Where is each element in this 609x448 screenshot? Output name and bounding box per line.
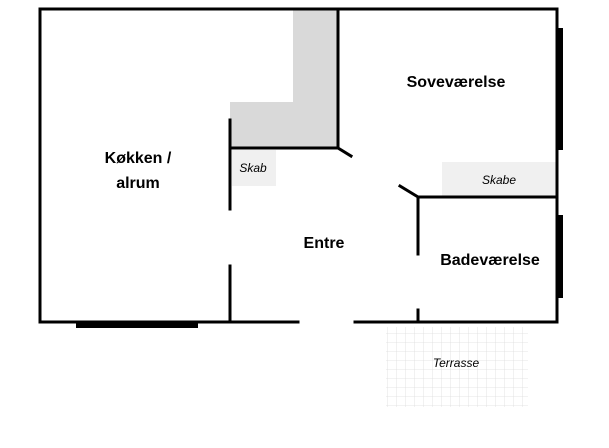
inner-walls [228,7,559,324]
windows [76,28,563,328]
label-bedroom: Soveværelse [407,74,506,91]
label-closet-large: Skabe [482,173,516,187]
label-terrace: Terrasse [433,356,480,370]
terrace-area [386,327,528,407]
shaded-area [230,10,338,148]
label-bathroom: Badeværelse [440,252,540,269]
closet-large [442,162,556,196]
closet-small [232,150,276,186]
label-hall: Entre [304,235,345,252]
label-closet-small: Skab [239,161,267,175]
label-kitchen-line1: Køkken / [105,150,172,167]
label-kitchen-line2: alrum [116,175,160,192]
